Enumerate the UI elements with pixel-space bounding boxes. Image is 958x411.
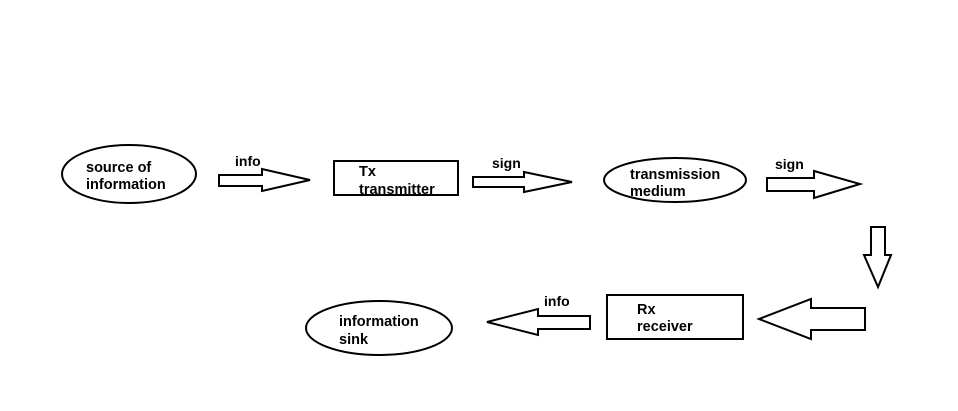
arrow-label-rx-to-sink: info bbox=[544, 293, 570, 309]
arrow-label-medium-out: sign bbox=[775, 156, 804, 172]
transmitter-label-line1: Tx bbox=[359, 164, 376, 180]
left-arrow-shape bbox=[486, 307, 591, 337]
source-ellipse bbox=[61, 144, 197, 204]
transmitter-box bbox=[333, 160, 459, 196]
receiver-box bbox=[606, 294, 744, 340]
medium-node: transmission medium bbox=[603, 157, 747, 203]
right-arrow-shape bbox=[218, 167, 311, 193]
sink-ellipse bbox=[305, 300, 453, 356]
source-label-line2: information bbox=[86, 177, 166, 193]
sink-label-line2: sink bbox=[339, 332, 369, 348]
medium-label-line2: medium bbox=[630, 184, 686, 200]
source-node: source of information bbox=[61, 144, 197, 204]
arrow-to-rx bbox=[756, 297, 866, 341]
sink-node: information sink bbox=[305, 300, 453, 356]
sink-label-line1: information bbox=[339, 314, 419, 330]
right-arrow-shape bbox=[472, 170, 573, 194]
arrow-source-to-tx: info bbox=[218, 153, 311, 193]
arrow-medium-out: sign bbox=[766, 156, 864, 200]
arrow-label-tx-to-medium: sign bbox=[492, 155, 521, 171]
medium-ellipse bbox=[603, 157, 747, 203]
arrow-label-source-to-tx: info bbox=[235, 153, 261, 169]
receiver-label-line1: Rx bbox=[637, 302, 656, 318]
arrow-down bbox=[862, 226, 893, 290]
arrow-rx-to-sink: info bbox=[486, 293, 591, 337]
transmitter-node: Tx transmitter bbox=[333, 160, 459, 198]
down-arrow-shape bbox=[862, 226, 893, 290]
receiver-label-line2: receiver bbox=[637, 319, 693, 335]
transmitter-label-line2: transmitter bbox=[359, 182, 435, 198]
right-arrow-shape bbox=[766, 169, 864, 200]
arrow-tx-to-medium: sign bbox=[472, 155, 573, 194]
left-arrow-shape bbox=[756, 297, 866, 341]
source-label-line1: source of bbox=[86, 160, 151, 176]
receiver-node: Rx receiver bbox=[606, 294, 744, 340]
medium-label-line1: transmission bbox=[630, 167, 720, 183]
